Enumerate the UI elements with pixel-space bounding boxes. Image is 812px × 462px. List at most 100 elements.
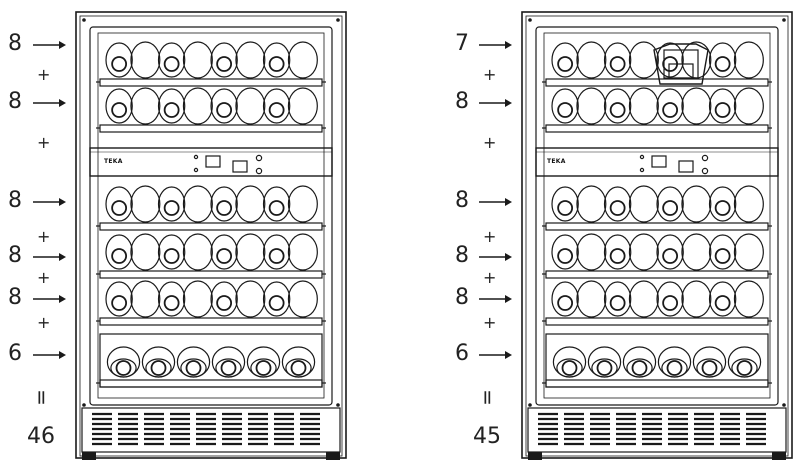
right-foot-left [528,452,542,460]
right-row4-bottle-3 [603,234,632,270]
left-row5-shelf [99,317,323,326]
left-row3-bottle-3 [157,186,186,222]
right-shelf-5-arrow [479,295,512,303]
left-shelf-4-count: 8 [8,243,22,268]
left-row4-bottle-6 [235,233,266,271]
left-shelf-6-arrow [33,351,66,359]
left-row4-bottle-1 [105,234,133,270]
right-wine-cooler [521,11,793,460]
right-operator-1: + [483,65,497,84]
right-row5-bottle-5 [656,281,684,317]
left-row2-bottle-2 [130,87,161,125]
left-row6-shelf [99,379,323,388]
left-row1-bottle-3 [157,42,186,78]
right-row5-bottle-1 [551,281,579,317]
right-grille [527,407,787,453]
right-row5-bottle-2 [576,280,607,318]
left-shelf-2-arrow [33,99,66,107]
left-shelf-1-arrow [33,41,66,49]
right-shelf-2-arrow [479,99,512,107]
right-bottom-tray [545,333,769,388]
right-row5-bottle-3 [603,281,632,317]
right-control-panel [535,147,779,177]
left-row1-bottle-7 [262,42,291,78]
right-row3-bottle-2 [576,185,607,223]
right-row2-bottle-3 [603,88,632,124]
left-row1-bottle-1 [105,42,133,78]
right-shelf-4-count: 8 [455,243,469,268]
right-row1-bottle-8 [733,41,764,79]
left-row3-bottle-4 [182,185,213,223]
left-shelf-5-count: 8 [8,285,22,310]
right-row5-shelf [545,317,769,326]
right-row5-bottle-8 [733,280,764,318]
left-shelf-6-count: 6 [8,341,22,366]
right-glass [543,32,771,399]
right-bottle-holder-insert [653,43,709,85]
right-shelf-6-arrow [479,351,512,359]
right-row4-bottle-2 [576,233,607,271]
left-row2-bottle-1 [105,88,133,124]
left-row4-bottle-2 [130,233,161,271]
right-shelf-1-count: 7 [455,31,469,56]
right-row4-bottle-5 [656,234,684,270]
right-shelf-6-count: 6 [455,341,469,366]
right-foot-right [772,452,786,460]
left-row5-bottle-7 [262,281,291,317]
right-row4-bottle-1 [551,234,579,270]
left-row4-bottle-7 [262,234,291,270]
left-button-1 [255,154,263,162]
left-door-frame [89,26,333,406]
right-row3-bottle-1 [551,186,579,222]
left-row5-bottle-8 [287,280,318,318]
left-row4-bottle-4 [182,233,213,271]
right-row3-bottle-8 [733,185,764,223]
right-row4-bottle-8 [733,233,764,271]
right-row2-bottle-7 [708,88,737,124]
right-row2-bottle-4 [628,87,659,125]
right-button-2 [701,167,709,175]
left-row1-shelf [99,78,323,87]
left-display-1 [205,155,221,168]
left-operator-5: + [37,313,51,332]
left-row5-bottle-6 [235,280,266,318]
right-button-1 [701,154,709,162]
right-brand-label: TEKA [547,158,566,165]
right-row2-shelf [545,124,769,133]
left-shelf-1-count: 8 [8,31,22,56]
left-row3-shelf [99,222,323,231]
left-row2-bottle-7 [262,88,291,124]
left-display-2 [232,160,248,173]
right-row2-bottle-2 [576,87,607,125]
left-operator-3: + [37,227,51,246]
right-operator-4: + [483,268,497,287]
right-row2-bottle-6 [681,87,712,125]
left-control-panel [89,147,333,177]
left-row1-bottle-4 [182,41,213,79]
right-row1-bottle-4 [628,41,659,79]
left-shelf-4-arrow [33,253,66,261]
right-operator-5: + [483,313,497,332]
left-shelf-2-count: 8 [8,89,22,114]
left-foot-left [82,452,96,460]
left-shelf-5-arrow [33,295,66,303]
left-operator-2: + [37,133,51,152]
left-row2-bottle-5 [210,88,238,124]
left-row5-bottle-2 [130,280,161,318]
left-row3-bottle-7 [262,186,291,222]
left-row3-bottle-8 [287,185,318,223]
left-row5-bottle-1 [105,281,133,317]
right-cabinet-outline [521,11,793,459]
left-row5-bottle-4 [182,280,213,318]
right-row4-bottle-7 [708,234,737,270]
left-row1-bottle-5 [210,42,238,78]
right-operator-2: + [483,133,497,152]
right-row4-bottle-6 [681,233,712,271]
left-row4-shelf [99,270,323,279]
right-door-frame [535,26,779,406]
right-operator-3: + [483,227,497,246]
right-row4-bottle-4 [628,233,659,271]
right-row1-bottle-7 [708,42,737,78]
left-row2-bottle-4 [182,87,213,125]
